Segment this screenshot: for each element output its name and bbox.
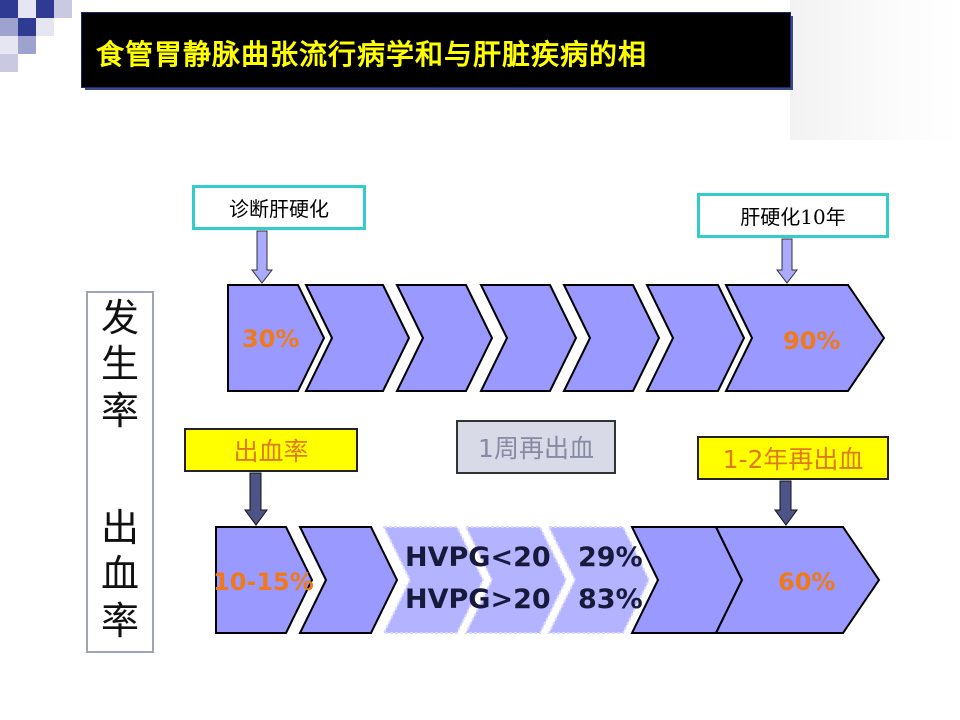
vertical-char: 发 xyxy=(100,296,139,340)
hvpg-high-label: HVPG>20 xyxy=(405,584,551,615)
row2-end-value: 60% xyxy=(778,568,836,596)
vertical-char: 血 xyxy=(100,552,139,597)
row2-chevron xyxy=(215,526,314,634)
vertical-char: 率 xyxy=(100,388,139,433)
row2-chevron-light xyxy=(464,526,568,634)
row1-chevron xyxy=(724,284,886,392)
down-arrow-icon xyxy=(250,230,274,284)
down-arrow-icon xyxy=(774,480,798,526)
callout-rebleed-week: 1周再出血 xyxy=(456,420,616,474)
callout-rebleed-years: 1-2年再出血 xyxy=(697,436,889,480)
row2-chevron-light xyxy=(382,526,485,634)
row1-chevron xyxy=(395,284,494,392)
row2-chevrons xyxy=(215,526,881,634)
row1-end-value: 90% xyxy=(783,327,841,355)
row2-chevron-light xyxy=(547,526,651,634)
vertical-label-incidence: 发 生 率 xyxy=(88,295,152,434)
callout-ten-years: 肝硬化10年 xyxy=(697,193,889,238)
slide-title: 食管胃静脉曲张流行病学和与肝脏疾病的相 xyxy=(96,38,648,71)
row2-chevron xyxy=(298,526,399,634)
down-arrow-icon xyxy=(775,238,799,284)
row1-start-value: 30% xyxy=(242,325,300,353)
row1-chevron xyxy=(479,284,578,392)
title-bar: 食管胃静脉曲张流行病学和与肝脏疾病的相 xyxy=(82,13,790,87)
hvpg-low-label: HVPG<20 xyxy=(405,542,551,573)
row1-chevrons xyxy=(227,284,886,392)
row2-chevron xyxy=(714,526,881,634)
title-fade-region xyxy=(790,0,960,140)
vertical-char: 生 xyxy=(100,342,139,387)
row1-chevron xyxy=(562,284,661,392)
hvpg-high-value: 83% xyxy=(578,584,643,615)
down-arrow-icon xyxy=(244,472,268,526)
row1-chevron xyxy=(304,284,411,392)
vertical-char: 率 xyxy=(100,598,139,643)
row2-start-value: 10-15% xyxy=(213,568,314,596)
callout-bleeding-rate: 出血率 xyxy=(184,428,358,472)
callout-diagnosis: 诊断肝硬化 xyxy=(192,185,366,230)
row1-chevron xyxy=(227,284,326,392)
row1-chevron xyxy=(645,284,746,392)
vertical-char: 出 xyxy=(100,506,139,550)
hvpg-low-value: 29% xyxy=(578,542,643,573)
vertical-label-bleeding: 出 血 率 xyxy=(88,505,152,644)
vertical-label-box: 发 生 率 出 血 率 xyxy=(86,291,154,653)
